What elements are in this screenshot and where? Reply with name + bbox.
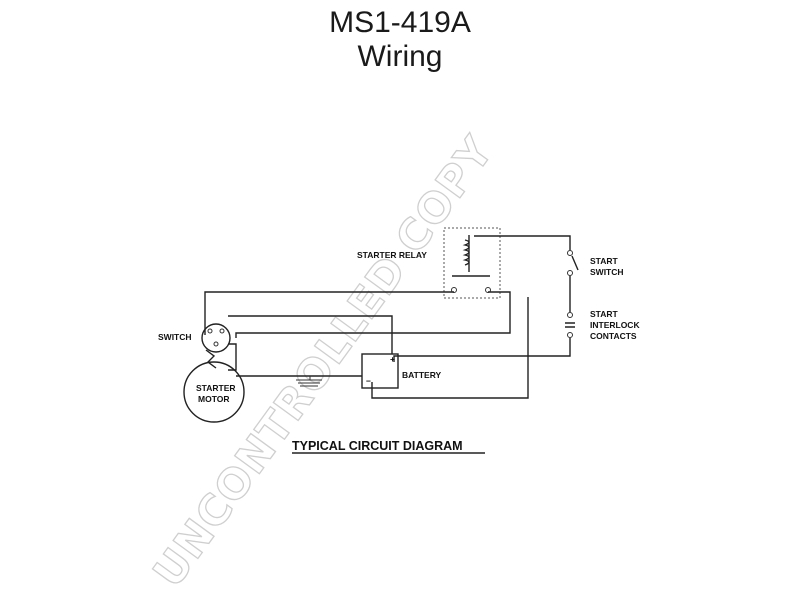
starter-relay-label: STARTER RELAY <box>357 250 427 260</box>
battery-negative-loop <box>371 297 529 399</box>
switch-to-battery-positive <box>228 315 393 354</box>
power-circuit <box>204 291 529 399</box>
ground <box>236 375 362 387</box>
interlock-contacts <box>565 322 575 328</box>
solenoid-terminal-3 <box>213 341 219 347</box>
relay-to-switch-wire <box>204 291 454 335</box>
watermark-text: UNCONTROLLED COPY <box>143 127 502 596</box>
coil-to-start-switch-wire <box>474 235 571 250</box>
switch-label: SWITCH <box>158 332 192 342</box>
diagram-caption: TYPICAL CIRCUIT DIAGRAM <box>292 439 463 453</box>
solenoid-housing <box>228 343 237 371</box>
battery-negative-sign: − <box>366 376 371 386</box>
battery-positive-sign: + <box>390 354 395 364</box>
solenoid-terminal-2 <box>219 328 225 334</box>
starter-motor-label-line2: MOTOR <box>198 394 229 404</box>
starter-motor-body <box>183 361 245 423</box>
watermark: UNCONTROLLED COPY <box>143 126 504 596</box>
solenoid-coil-link <box>205 349 217 369</box>
solenoid-body <box>201 323 231 353</box>
interlock-to-battery-wire <box>393 338 571 362</box>
relay-to-motor-wire <box>235 291 511 338</box>
interlock-label-line1: START <box>590 309 619 319</box>
interlock-label-line2: INTERLOCK <box>590 320 640 330</box>
battery-box <box>361 353 399 389</box>
diagram-title: MS1-419A <box>329 6 471 39</box>
solenoid-terminal-1 <box>207 328 213 334</box>
starter-motor-label-line1: STARTER <box>196 383 236 393</box>
solenoid-switch <box>201 323 237 371</box>
battery: + − <box>361 353 399 389</box>
interlock-label-line3: CONTACTS <box>590 331 637 341</box>
start-switch-label-line2: SWITCH <box>590 267 624 277</box>
interlock-contact-top <box>567 312 573 318</box>
starter-motor <box>183 361 245 423</box>
start-switch-label-line1: START <box>590 256 619 266</box>
diagram-subtitle: Wiring <box>357 40 443 73</box>
start-switch-contact-top <box>567 250 573 256</box>
start-switch-blade <box>571 255 579 271</box>
interlock-contact-bottom <box>567 332 573 338</box>
starter-relay <box>443 227 501 299</box>
start-switch-contact-bottom <box>567 270 573 276</box>
starter-relay-box <box>443 227 501 299</box>
ground-symbol <box>296 379 322 387</box>
relay-coil <box>462 239 470 266</box>
control-circuit <box>393 235 579 362</box>
battery-label: BATTERY <box>402 370 442 380</box>
